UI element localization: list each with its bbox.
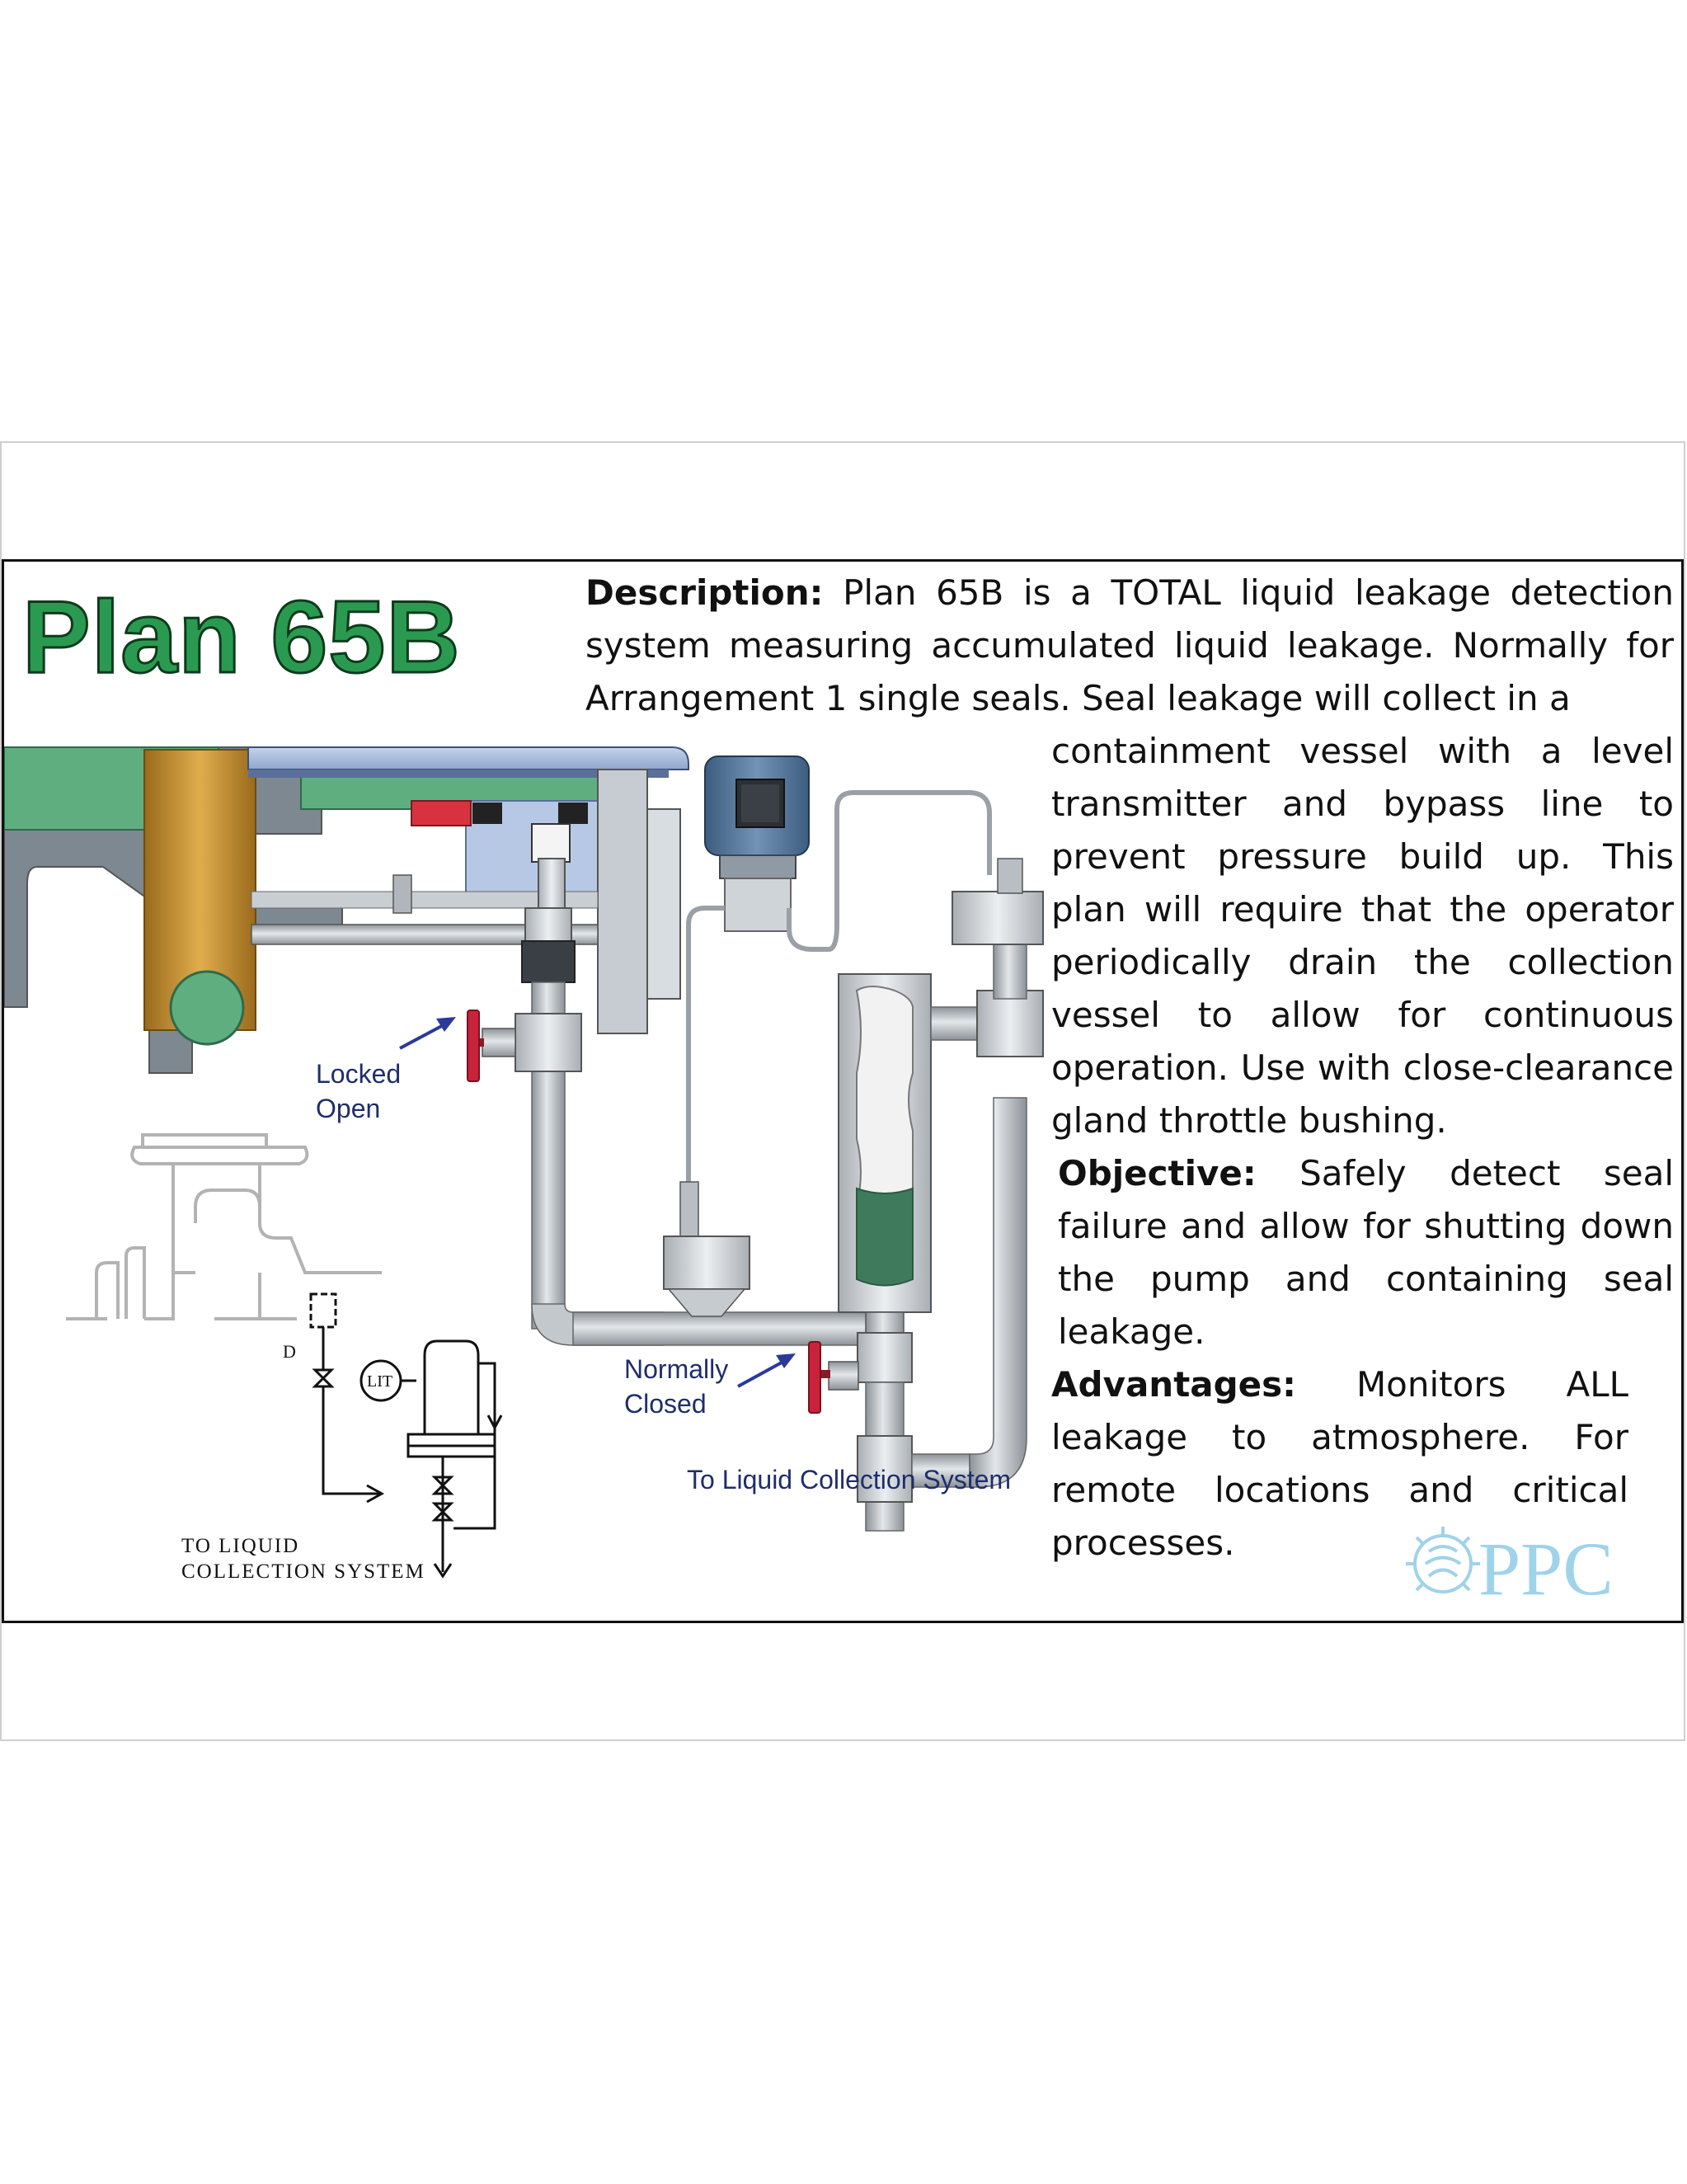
description-label: Description: <box>585 572 824 613</box>
to-collection-system-label: To Liquid Collection System <box>687 1465 1011 1494</box>
objective-text: Safely detect seal failure and allow for… <box>1058 1153 1674 1352</box>
drain-tag: D <box>283 1341 296 1362</box>
schematic-label-line-1: TO LIQUID <box>181 1535 299 1557</box>
level-transmitter <box>686 755 992 1188</box>
schematic-label-line-2: COLLECTION SYSTEM <box>181 1560 425 1583</box>
ppc-logo-text: PPC <box>1478 1527 1614 1601</box>
normally-closed-label-line-1: Normally <box>624 1354 728 1384</box>
normally-closed-arrowhead <box>776 1353 796 1368</box>
slide: Plan 65B Description: Plan 65B is a TOTA… <box>2 559 1684 1623</box>
ppc-logo-mark <box>1406 1527 1480 1593</box>
drain-piping <box>482 907 871 1346</box>
advantages-paragraph: Advantages: Monitors ALL leakage to atmo… <box>1051 1358 1628 1570</box>
slide-title: Plan 65B <box>21 581 462 694</box>
advantages-text: Monitors ALL leakage to atmosphere. For … <box>1051 1364 1628 1563</box>
normally-closed-arrow <box>737 1357 790 1388</box>
objective-paragraph: Objective: Safely detect seal failure an… <box>1058 1147 1674 1358</box>
description-continued: containment vessel with a level transmit… <box>1051 731 1674 1141</box>
normally-closed-label-line-2: Closed <box>624 1389 707 1419</box>
containment-vessel <box>838 858 1044 1532</box>
description-paragraph: Description: Plan 65B is a TOTAL liquid … <box>585 567 1674 725</box>
pid-schematic <box>309 1292 503 1579</box>
pump-outline-sketch <box>66 1133 382 1320</box>
advantages-label: Advantages: <box>1051 1364 1296 1405</box>
lower-diaphragm-seal <box>663 1181 750 1317</box>
locked-open-valve <box>467 1010 484 1082</box>
locked-open-arrowhead <box>436 1017 456 1032</box>
normally-closed-valve <box>808 1341 859 1414</box>
plan-65b-diagram: Locked Open Normally Closed To Liquid Co… <box>4 746 1044 1583</box>
description-text-top: Plan 65B is a TOTAL liquid leakage detec… <box>585 572 1674 718</box>
ppc-logo: PPC <box>1406 1527 1614 1601</box>
lit-instrument-tag: LIT <box>367 1372 392 1391</box>
objective-label: Objective: <box>1058 1153 1257 1193</box>
locked-label-line-1: Locked <box>316 1059 401 1089</box>
seal-chamber <box>4 746 689 1074</box>
locked-label-line-2: Open <box>316 1094 380 1123</box>
